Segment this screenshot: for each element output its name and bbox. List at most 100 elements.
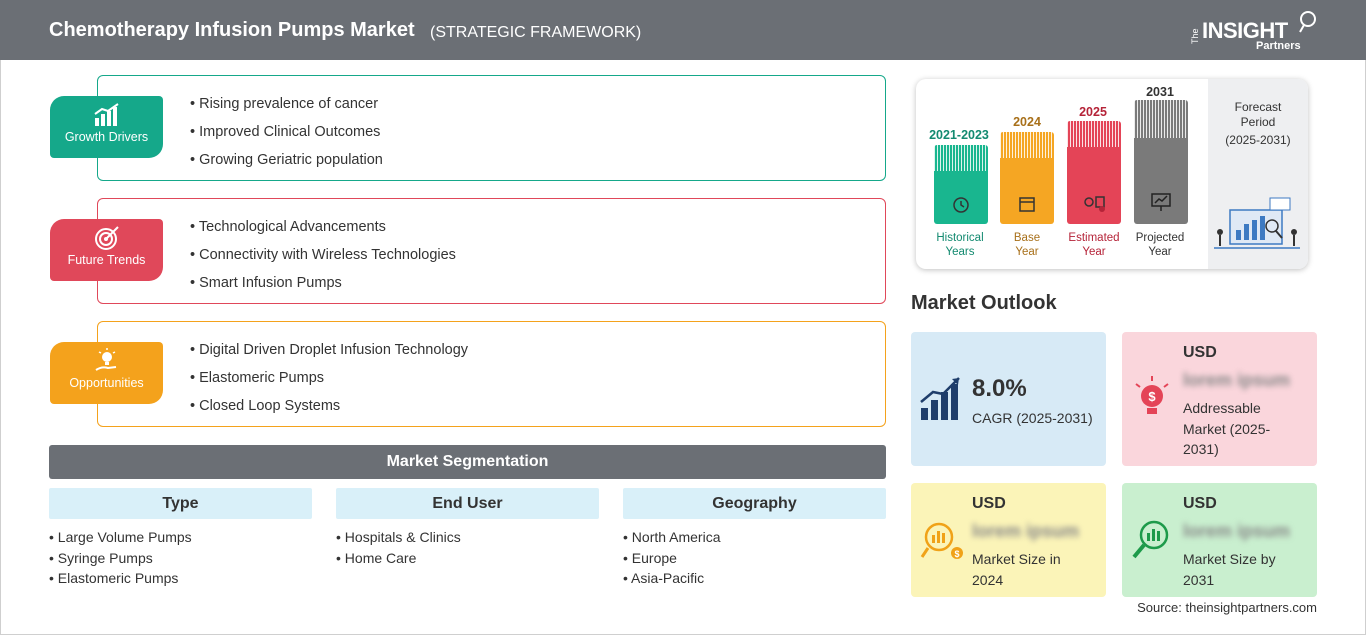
- presentation-icon: [1151, 193, 1171, 211]
- segment-item: Home Care: [336, 548, 599, 569]
- magnifier-chart-icon: [1132, 520, 1169, 559]
- label-line: 2031: [1183, 571, 1215, 588]
- growth-drivers-label: Growth Drivers: [64, 130, 149, 144]
- analytics-people-illustration-icon: [1214, 197, 1300, 249]
- opportunity-item: Digital Driven Droplet Infusion Technolo…: [190, 336, 468, 364]
- size2024-value-blurred: lorem ipsum: [972, 521, 1080, 541]
- segment-heading: Geography: [623, 488, 886, 519]
- market-size-2024-card: $ USD lorem ipsum Market Size in 2024: [911, 483, 1106, 597]
- growth-drivers-badge: Growth Drivers: [50, 96, 163, 158]
- label-line: 2024: [972, 571, 1004, 588]
- addressable-usd: USD: [1183, 344, 1217, 361]
- segment-item: Hospitals & Clinics: [336, 527, 599, 548]
- market-size-2031-card: USD lorem ipsum Market Size by 2031: [1122, 483, 1317, 597]
- logo-the: The: [1190, 28, 1200, 44]
- bar-label-line: Historical: [936, 232, 984, 244]
- year-label-estimated: 2025: [1079, 105, 1107, 119]
- growth-driver-item: Improved Clinical Outcomes: [190, 118, 383, 146]
- gears-chart-icon: [1084, 196, 1105, 212]
- logo-partners: Partners: [1256, 40, 1301, 52]
- calendar-icon: [1019, 197, 1035, 212]
- insight-partners-logo: The INSIGHT Partners: [1190, 10, 1320, 54]
- market-outlook-title: Market Outlook: [911, 292, 1057, 314]
- forecast-period-range: (2025-2031): [1225, 133, 1291, 147]
- future-trend-item: Smart Infusion Pumps: [190, 269, 456, 297]
- clock-history-icon: [953, 197, 969, 213]
- size2031-usd: USD: [1183, 495, 1217, 512]
- bar-label-line: Year: [1015, 246, 1039, 258]
- segment-end-user: End User Hospitals & Clinics Home Care: [336, 488, 599, 568]
- cagr-value: 8.0%: [972, 375, 1027, 402]
- segment-item: Syringe Pumps: [49, 548, 312, 569]
- label-line: 2031): [1183, 441, 1219, 457]
- segment-geography: Geography North America Europe Asia-Paci…: [623, 488, 886, 589]
- timeline-bar-historical: [934, 145, 988, 224]
- addressable-value-blurred: lorem ipsum: [1183, 370, 1291, 390]
- segment-type: Type Large Volume Pumps Syringe Pumps El…: [49, 488, 312, 589]
- bar-label-line: Base: [1013, 232, 1041, 244]
- lightbulb-hand-icon: [94, 348, 116, 371]
- header-bar: Chemotherapy Infusion Pumps Market (STRA…: [0, 0, 1366, 60]
- segment-item: Europe: [623, 548, 886, 569]
- segment-heading: Type: [49, 488, 312, 519]
- future-trend-item: Connectivity with Wireless Technologies: [190, 241, 456, 269]
- opportunity-item: Elastomeric Pumps: [190, 364, 468, 392]
- growth-chart-icon: [920, 377, 960, 420]
- forecast-label-line: Forecast: [1234, 100, 1282, 114]
- page-subtitle: (STRATEGIC FRAMEWORK): [430, 24, 642, 41]
- opportunities-box: Digital Driven Droplet Infusion Technolo…: [97, 321, 886, 427]
- opportunities-label: Opportunities: [69, 376, 144, 390]
- future-trend-item: Technological Advancements: [190, 213, 456, 241]
- opportunities-badge: Opportunities: [50, 342, 163, 404]
- bar-label-line: Projected: [1135, 232, 1185, 244]
- bar-label-line: Year: [1148, 246, 1172, 258]
- label-line: Addressable: [1183, 400, 1261, 416]
- svg-text:$: $: [1148, 389, 1156, 404]
- future-trends-label: Future Trends: [67, 253, 146, 267]
- future-trends-badge: Future Trends: [50, 219, 163, 281]
- label-line: Market Size in: [972, 551, 1061, 567]
- size2031-label: Market Size by 2031: [1183, 549, 1276, 590]
- year-label-projected: 2031: [1146, 85, 1174, 99]
- source-credit: Source: theinsightpartners.com: [1137, 600, 1317, 615]
- size2024-label: Market Size in 2024: [972, 549, 1061, 590]
- segment-item: Elastomeric Pumps: [49, 568, 312, 589]
- bar-label-line: Years: [945, 246, 975, 258]
- bar-chart-growth-icon: [93, 103, 119, 126]
- timeline-bar-projected: [1134, 100, 1188, 224]
- label-line: Market (2025-: [1183, 420, 1271, 437]
- future-trends-box: Technological Advancements Connectivity …: [97, 198, 886, 304]
- timeline-bar-base: [1000, 132, 1054, 224]
- growth-driver-item: Growing Geriatric population: [190, 146, 383, 174]
- lightbulb-dollar-icon: $: [1135, 376, 1169, 414]
- bar-label-line: Estimated: [1068, 232, 1120, 244]
- timeline-bar-estimated: [1067, 121, 1121, 224]
- label-line: Market Size by: [1183, 551, 1276, 567]
- page-title: Chemotherapy Infusion Pumps Market: [49, 19, 415, 41]
- logo-insight: INSIGHT: [1202, 18, 1288, 43]
- market-segmentation-title: Market Segmentation: [49, 445, 886, 479]
- size2031-value-blurred: lorem ipsum: [1183, 521, 1291, 541]
- segment-heading: End User: [336, 488, 599, 519]
- target-icon: [94, 226, 119, 250]
- logo-magnifier-icon: [1299, 11, 1316, 33]
- segment-item: North America: [623, 527, 886, 548]
- year-label-historical: 2021-2023: [929, 128, 989, 142]
- year-label-base: 2024: [1013, 115, 1041, 129]
- forecast-label-line: Period: [1240, 115, 1276, 129]
- svg-text:$: $: [954, 549, 959, 559]
- cagr-card: 8.0% CAGR (2025-2031): [911, 332, 1106, 466]
- size2024-usd: USD: [972, 495, 1006, 512]
- growth-drivers-box: Rising prevalence of cancer Improved Cli…: [97, 75, 886, 181]
- segment-item: Large Volume Pumps: [49, 527, 312, 548]
- growth-driver-item: Rising prevalence of cancer: [190, 90, 383, 118]
- cagr-label: CAGR (2025-2031): [972, 410, 1093, 426]
- bar-label-line: Year: [1082, 246, 1106, 258]
- segment-item: Asia-Pacific: [623, 568, 886, 589]
